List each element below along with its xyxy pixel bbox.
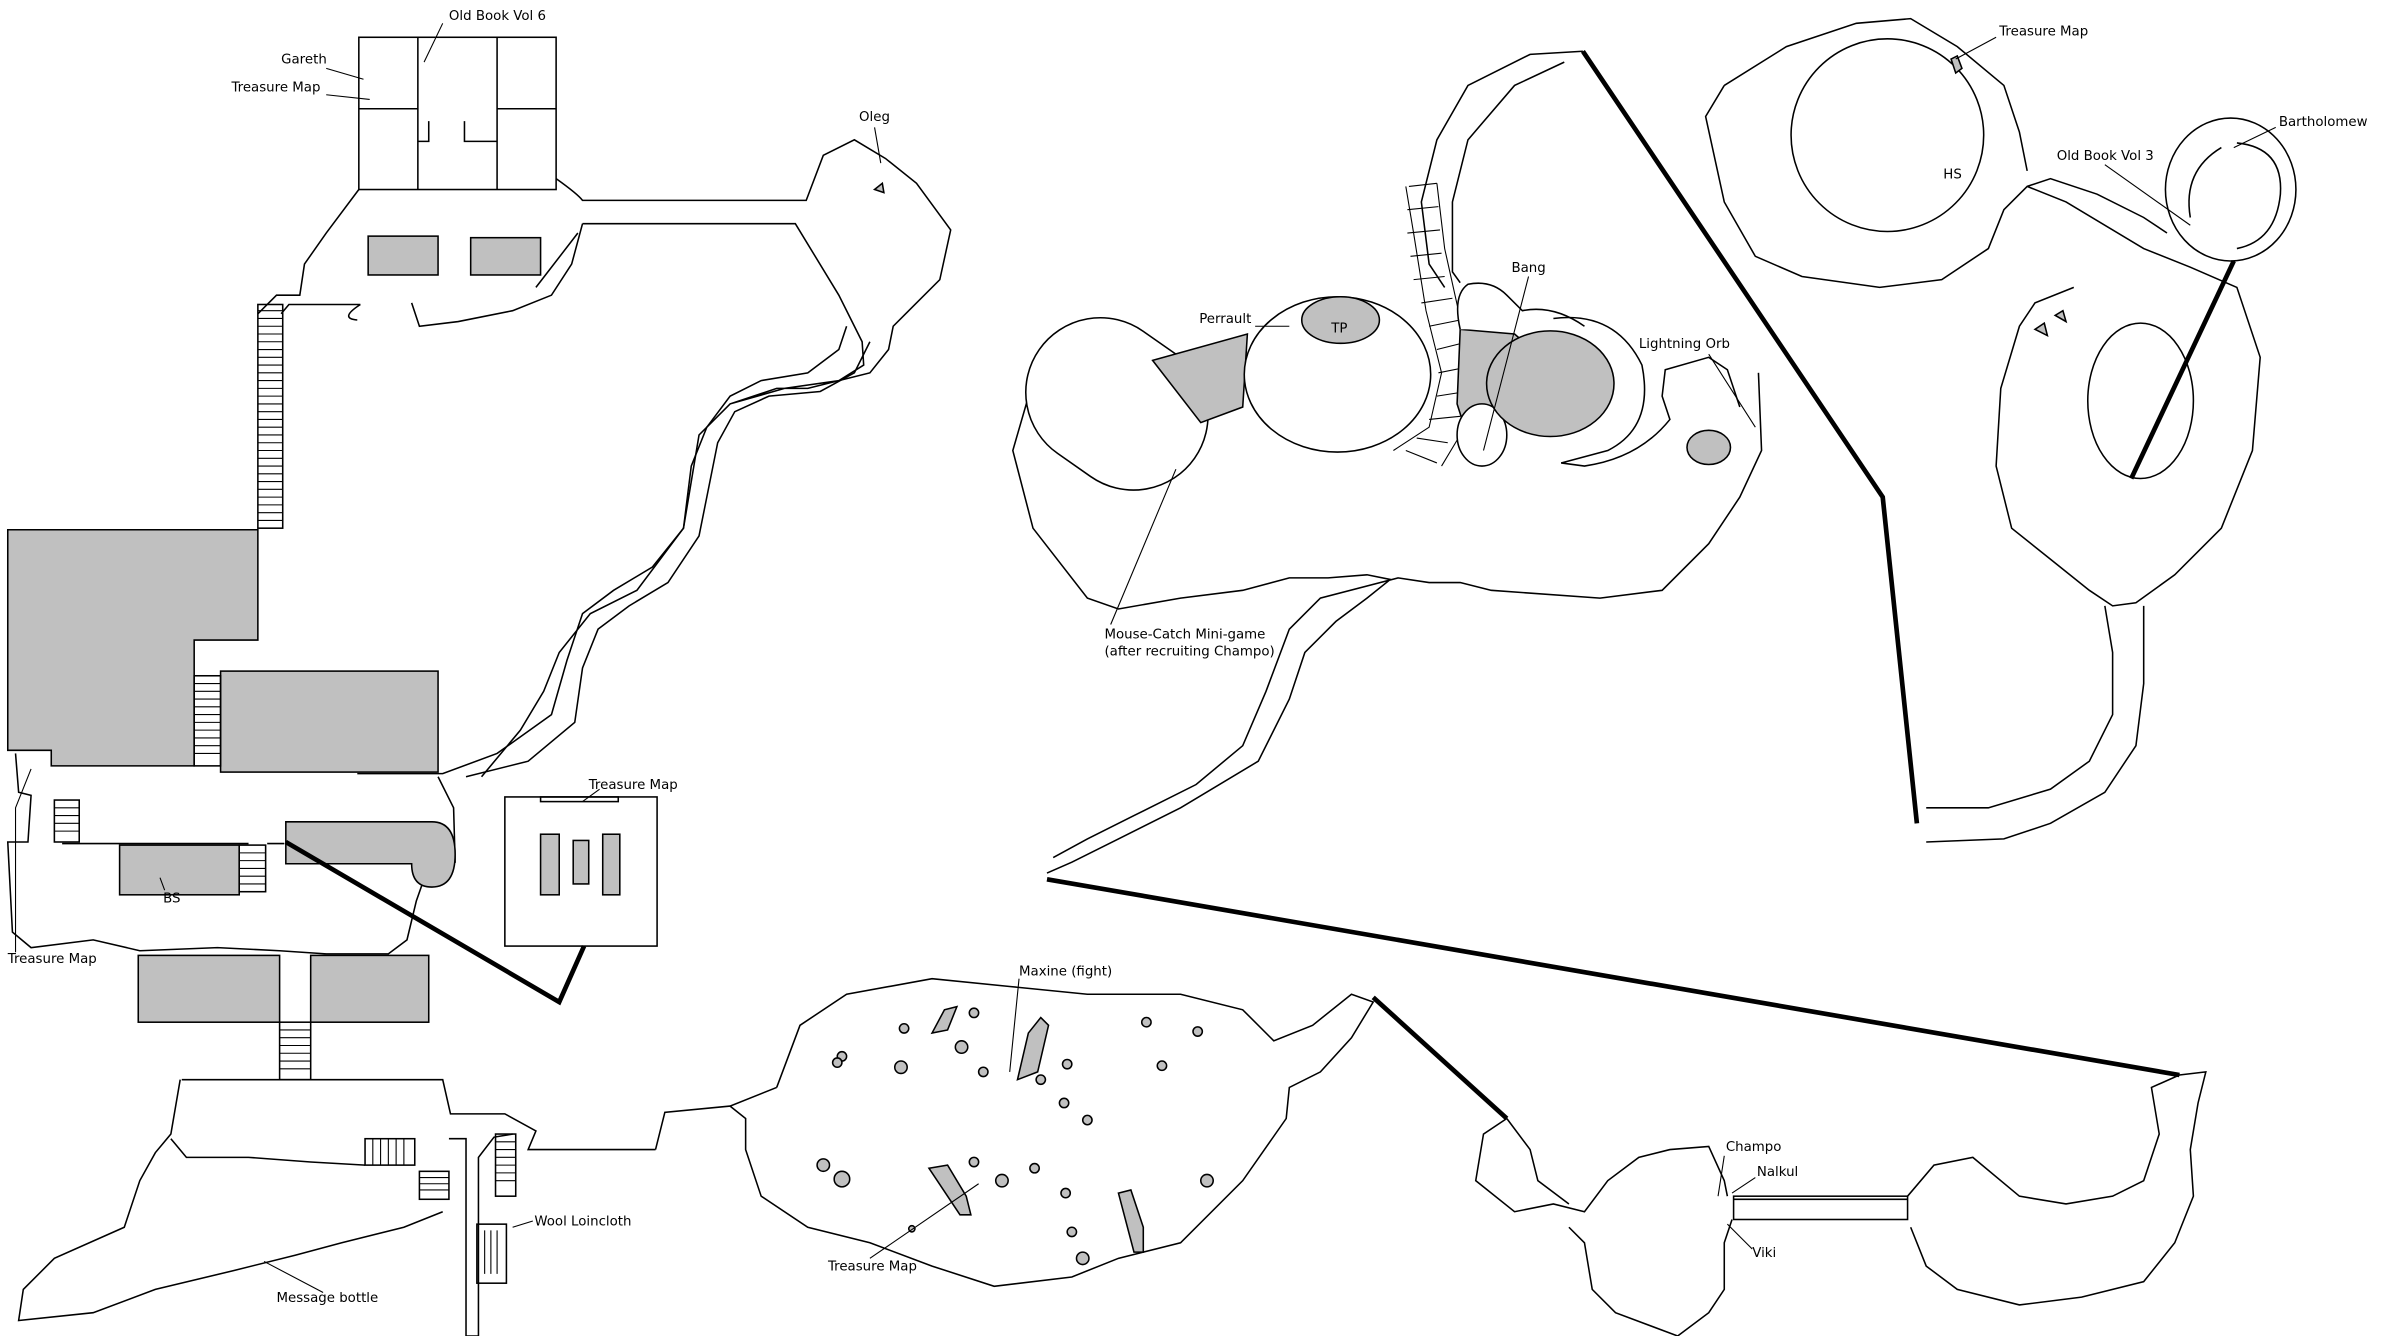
house [469,236,542,276]
middle-cave [1012,50,1763,874]
castle-block [137,954,281,1023]
leader-lines [14,23,2276,1293]
ne-inner-room [2086,322,2195,480]
label-message-bottle: Message bottle [277,1291,379,1306]
bartholomew-room [2164,117,2297,262]
rocks [816,1005,1214,1266]
connection-lines [284,49,2236,1121]
treasure-marker-ne [1950,54,1963,75]
label-treasure-map-cave: Treasure Map [827,1260,917,1275]
stairs-west [53,799,80,843]
label-bs: BS [163,892,180,907]
stairs-s2 [418,1170,450,1201]
house [367,235,439,276]
bartholomew-inner [2188,142,2282,250]
label-wool-loincloth: Wool Loincloth [534,1215,631,1230]
label-oleg: Oleg [859,110,890,125]
stairs-inner [193,674,222,767]
label-treasure-map-house: Treasure Map [588,778,678,793]
rock-cave [729,977,1375,1288]
town-hall [358,36,557,191]
stairs-s3 [476,1223,508,1284]
town-outline [257,138,952,778]
label-old-book-vol6: Old Book Vol 6 [449,9,546,24]
label-maxine: Maxine (fight) [1019,965,1112,980]
label-mouse-catch-note: (after recruiting Champo) [1104,645,1274,660]
label-viki: Viki [1752,1246,1776,1261]
se-cave [1474,1071,2207,1336]
tp-pad [1300,295,1381,345]
oleg-marker [872,181,885,194]
label-treasure-map-west: Treasure Map [7,952,97,967]
label-lightning-orb: Lightning Orb [1639,337,1730,352]
building-round [285,821,456,888]
rock-ne [2033,321,2049,338]
building-bs [118,844,240,896]
label-champo: Champo [1726,1140,1782,1155]
stairs-south [278,1021,312,1081]
castle-block [219,670,439,773]
lightning-orb [1686,429,1732,466]
bang-room [1456,282,1585,330]
label-perrault: Perrault [1199,312,1251,327]
hs-pool [1790,38,1985,233]
stairs-bs [238,844,267,893]
treasure-house [504,796,658,947]
label-tp: TP [1330,321,1347,336]
bang-pit [1456,403,1508,467]
rock-ne [2053,309,2068,324]
label-bartholomew: Bartholomew [2279,115,2368,130]
label-bang: Bang [1511,261,1545,276]
stairs-s4 [494,1133,517,1197]
label-old-book-vol3: Old Book Vol 3 [2057,149,2154,164]
large-pool [1485,330,1615,438]
stairs-north [257,303,284,529]
label-treasure-map-ne: Treasure Map [1998,25,2088,40]
south-corridor [17,1078,777,1336]
river-path [357,325,871,778]
ne-cave [1704,17,2261,843]
se-bridge [1732,1195,1909,1221]
label-nalkul: Nalkul [1757,1165,1798,1180]
crescent-wall [1553,316,1741,467]
stairs-s1 [364,1137,416,1166]
label-mouse-catch: Mouse-Catch Mini-game [1104,627,1265,642]
label-gareth: Gareth [281,53,327,68]
label-hs: HS [1943,168,1962,183]
castle-block [309,954,430,1023]
bridge-shade [1151,332,1249,424]
label-treasure-map-town: Treasure Map [230,81,320,96]
